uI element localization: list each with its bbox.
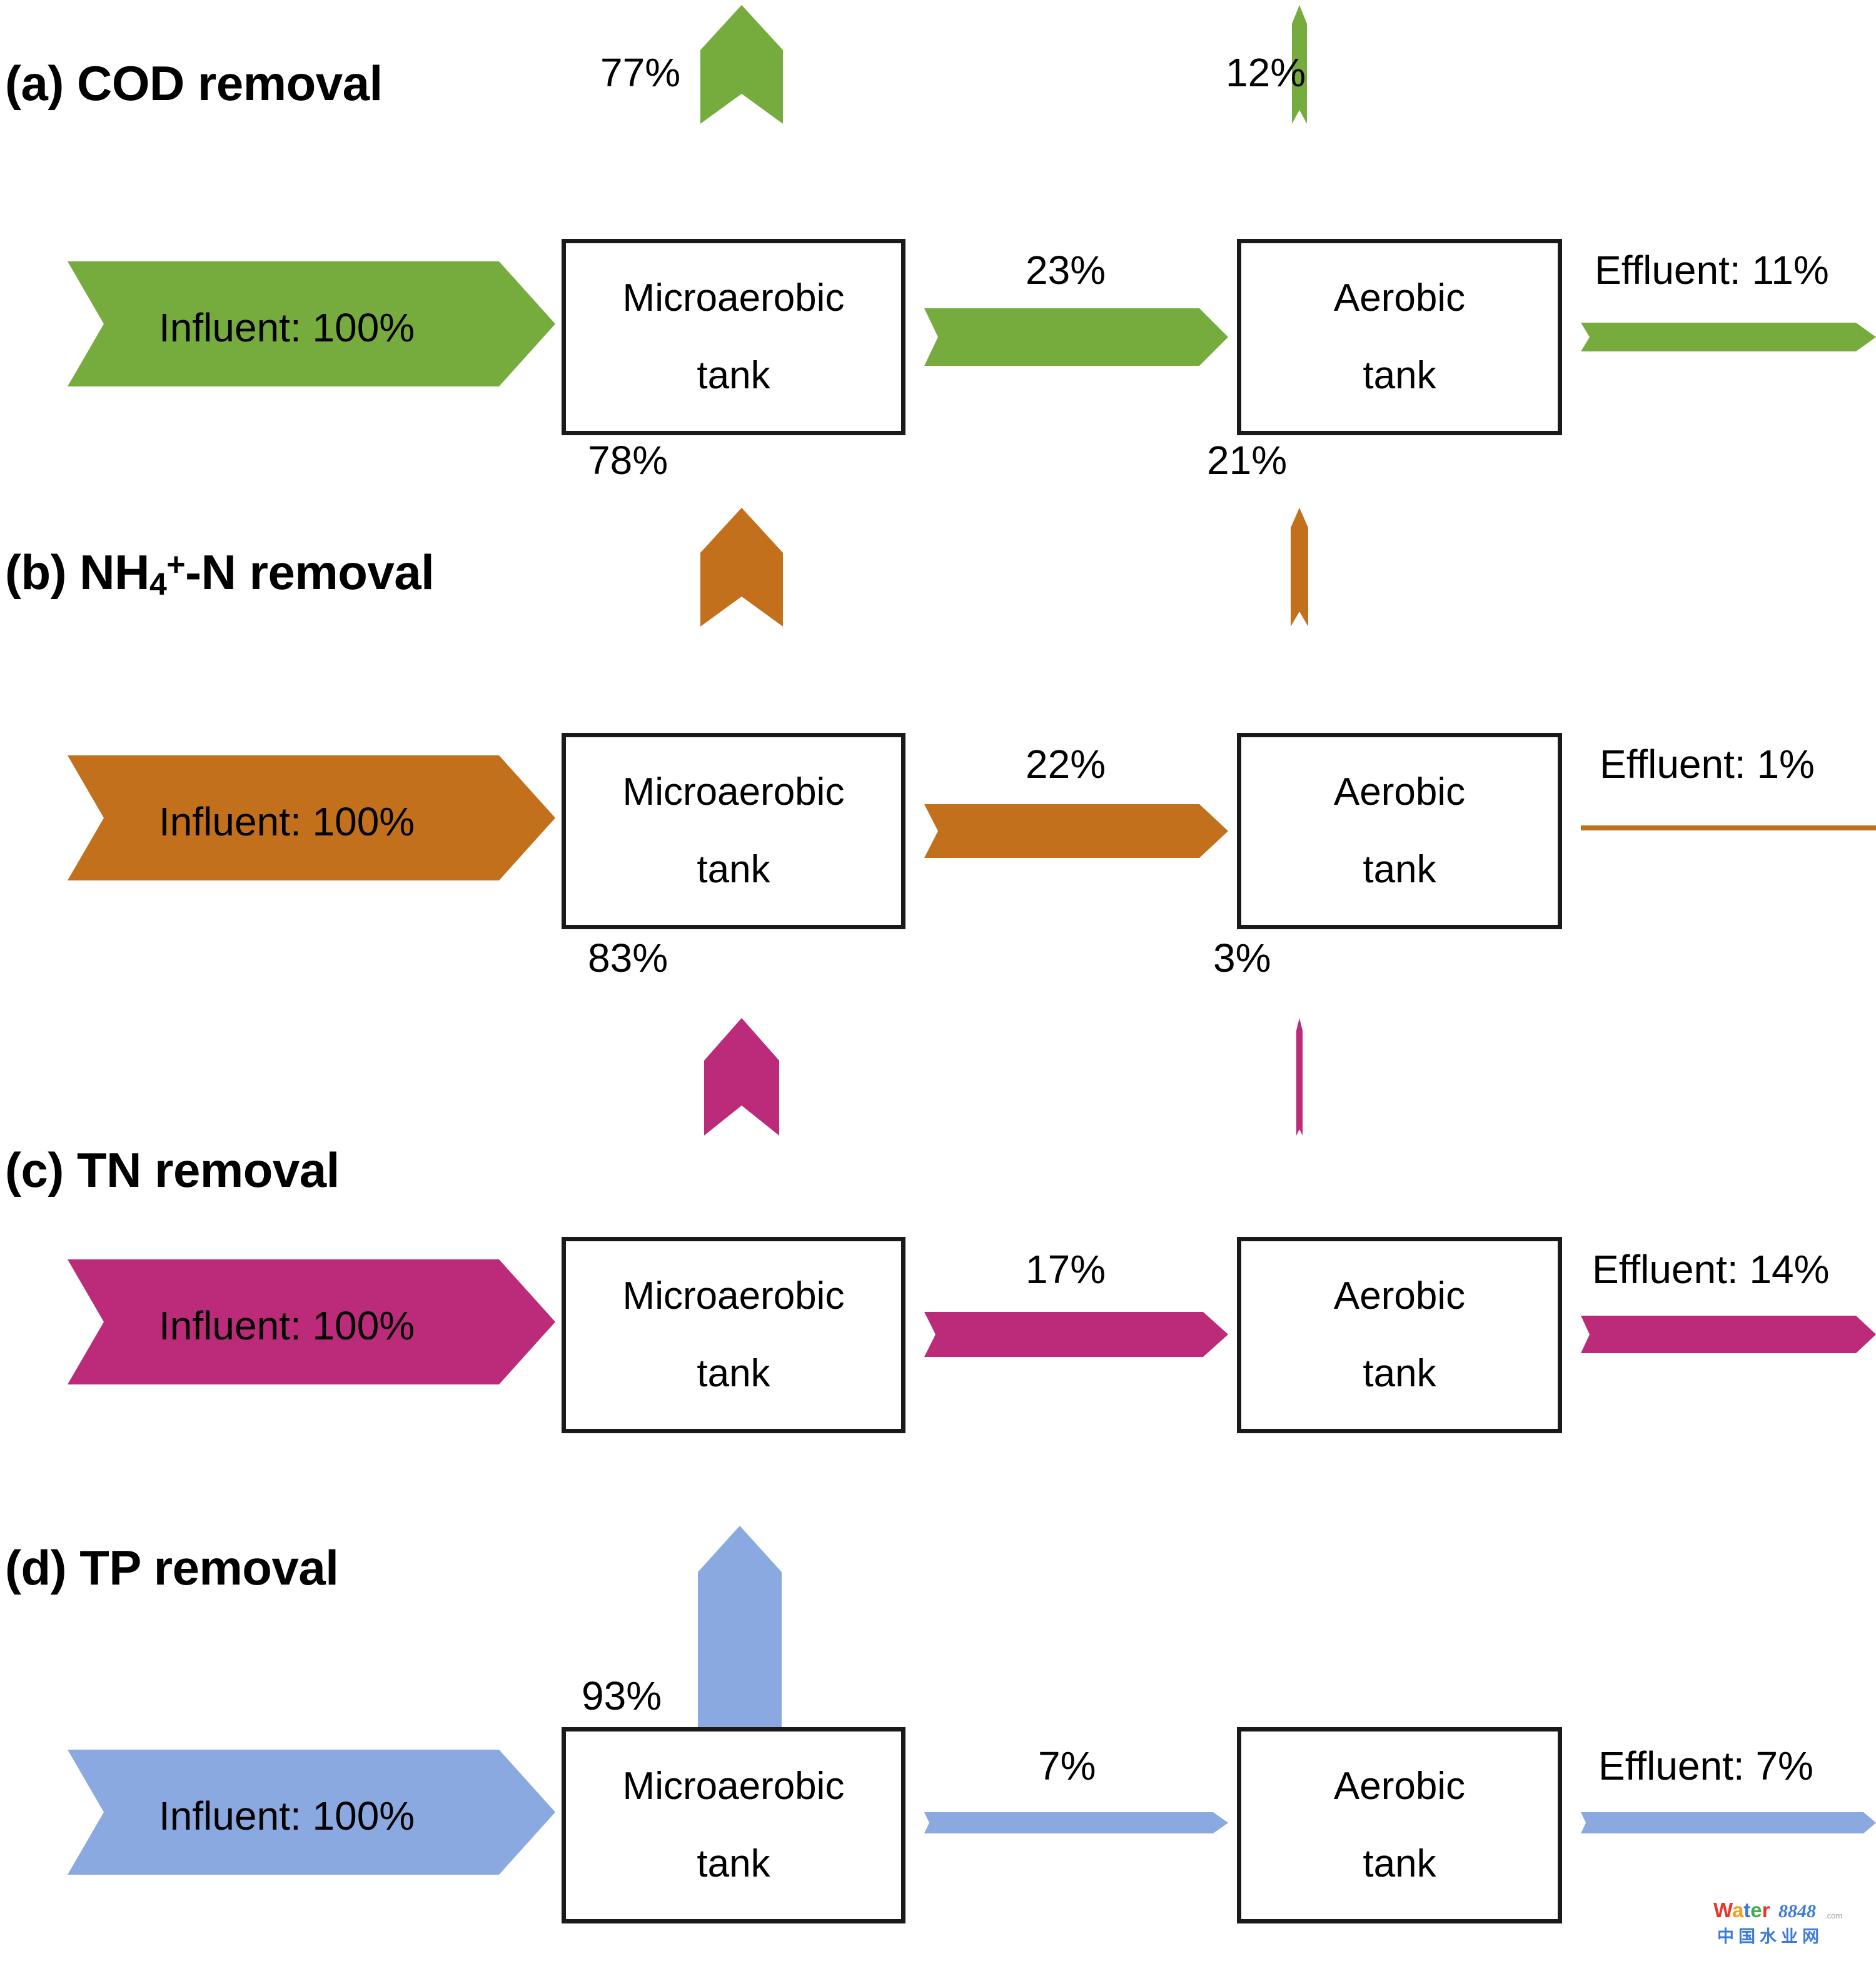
influent-label-a: Influent: 100% (159, 305, 415, 350)
panel-d-title: (d) TP removal (5, 1540, 339, 1596)
panel-d-title-main: TP removal (79, 1540, 339, 1595)
aerobic-removal-arrow-a (1281, 5, 1318, 124)
mid-flow-arrow-a (924, 308, 1228, 366)
effluent-label-a: Effluent: 11% (1595, 248, 1829, 293)
aerobic-removal-label-a: 12% (1226, 50, 1306, 95)
svg-text:8848: 8848 (1778, 1901, 1816, 1922)
panel-b: (b) NH4+-N removal 78% 21% Influent: 100… (0, 440, 1876, 982)
mid-flow-label-c: 17% (1026, 1247, 1106, 1292)
microaerobic-tank-label-line2-a: tank (697, 354, 770, 397)
panel-a-title-prefix: (a) (5, 56, 64, 111)
microaerobic-removal-label-a: 77% (600, 50, 681, 95)
panel-a: (a) COD removal 77% 12% Influent: 100% M… (0, 0, 1876, 488)
panel-c-title-prefix: (c) (5, 1142, 64, 1197)
aerobic-tank-a: Aerobic tank (1237, 239, 1562, 435)
aerobic-removal-arrow-c (1289, 885, 1309, 1136)
panel-b-title-sub: 4 (149, 567, 167, 602)
microaerobic-tank-c: Microaerobic tank (562, 1237, 905, 1433)
aerobic-removal-arrow-b (1281, 389, 1318, 627)
aerobic-removal-label-c: 3% (1213, 935, 1271, 980)
effluent-label-c: Effluent: 14% (1592, 1247, 1830, 1292)
aerobic-tank-d: Aerobic tank (1237, 1727, 1562, 1923)
aerobic-tank-label-line1-b: Aerobic (1333, 770, 1466, 814)
microaerobic-tank-label-line1-d: Microaerobic (622, 1765, 845, 1808)
panel-b-title-tail: -N removal (185, 545, 435, 600)
site-watermark: Water 8848 .com 中国水业网 (1711, 1896, 1867, 1950)
panel-d: (d) TP removal 93% Influent: 100% Microa… (0, 1488, 1876, 1976)
aerobic-tank-label-line1-a: Aerobic (1333, 276, 1466, 320)
influent-arrow-c (68, 1259, 555, 1384)
panel-b-title-prefix: (b) (5, 545, 67, 600)
mid-flow-arrow-b (924, 804, 1228, 858)
mid-flow-label-a: 23% (1026, 248, 1106, 293)
microaerobic-removal-arrow-a (679, 5, 804, 124)
effluent-label-b: Effluent: 1% (1600, 742, 1815, 787)
mid-flow-arrow-c (924, 1312, 1228, 1357)
microaerobic-tank-label-line2-b: tank (697, 848, 770, 891)
microaerobic-tank-label-line2-c: tank (697, 1352, 770, 1395)
panel-c-title-main: TN removal (77, 1142, 340, 1197)
panel-b-title: (b) NH4+-N removal (5, 544, 435, 602)
influent-arrow-a (68, 261, 555, 386)
svg-text:.com: .com (1825, 1911, 1842, 1920)
panel-d-title-prefix: (d) (5, 1540, 67, 1595)
microaerobic-tank-a: Microaerobic tank (562, 239, 905, 435)
microaerobic-tank-label-line1-a: Microaerobic (622, 276, 845, 320)
mid-flow-arrow-d (924, 1812, 1228, 1833)
panel-c-title: (c) TN removal (5, 1142, 340, 1199)
microaerobic-removal-label-b: 78% (588, 438, 668, 483)
aerobic-tank-b: Aerobic tank (1237, 733, 1562, 929)
effluent-arrow-d (1581, 1812, 1876, 1833)
aerobic-tank-c: Aerobic tank (1237, 1237, 1562, 1433)
microaerobic-tank-label-line2-d: tank (697, 1842, 770, 1885)
influent-arrow-d (68, 1750, 555, 1875)
microaerobic-removal-label-c: 83% (588, 935, 668, 980)
effluent-label-d: Effluent: 7% (1598, 1743, 1813, 1788)
panel-a-title-main: COD removal (77, 56, 383, 111)
svg-text:Water: Water (1713, 1898, 1770, 1922)
microaerobic-removal-arrow-d (674, 1451, 805, 1771)
aerobic-tank-label-line2-d: tank (1363, 1842, 1436, 1885)
panel-c: (c) TN removal 83% 3% Influent: 100% Mic… (0, 938, 1876, 1486)
microaerobic-tank-label-line1-c: Microaerobic (622, 1274, 845, 1318)
aerobic-tank-label-line1-d: Aerobic (1333, 1765, 1466, 1808)
microaerobic-tank-d: Microaerobic tank (562, 1727, 905, 1923)
aerobic-tank-label-line1-c: Aerobic (1333, 1274, 1466, 1318)
mid-flow-label-d: 7% (1038, 1743, 1096, 1788)
mid-flow-label-b: 22% (1026, 742, 1106, 787)
microaerobic-tank-label-line1-b: Microaerobic (622, 770, 845, 814)
aerobic-tank-label-line2-a: tank (1363, 354, 1436, 397)
effluent-arrow-a (1581, 323, 1876, 351)
influent-label-c: Influent: 100% (159, 1303, 415, 1348)
influent-label-d: Influent: 100% (159, 1793, 415, 1838)
microaerobic-removal-label-d: 93% (582, 1673, 662, 1718)
panel-b-title-sup: + (166, 547, 186, 583)
aerobic-tank-label-line2-b: tank (1363, 848, 1436, 891)
microaerobic-removal-arrow-b (679, 389, 804, 627)
influent-label-b: Influent: 100% (159, 799, 415, 844)
influent-arrow-b (68, 755, 555, 880)
effluent-arrow-b (1581, 825, 1876, 832)
aerobic-tank-label-line2-c: tank (1363, 1352, 1436, 1395)
effluent-arrow-c (1581, 1316, 1876, 1353)
microaerobic-tank-b: Microaerobic tank (562, 733, 905, 929)
panel-a-title: (a) COD removal (5, 55, 383, 112)
svg-text:中国水业网: 中国水业网 (1717, 1927, 1823, 1947)
aerobic-removal-label-b: 21% (1207, 438, 1288, 483)
microaerobic-removal-arrow-c (679, 885, 804, 1136)
panel-b-title-main: NH (79, 545, 149, 600)
